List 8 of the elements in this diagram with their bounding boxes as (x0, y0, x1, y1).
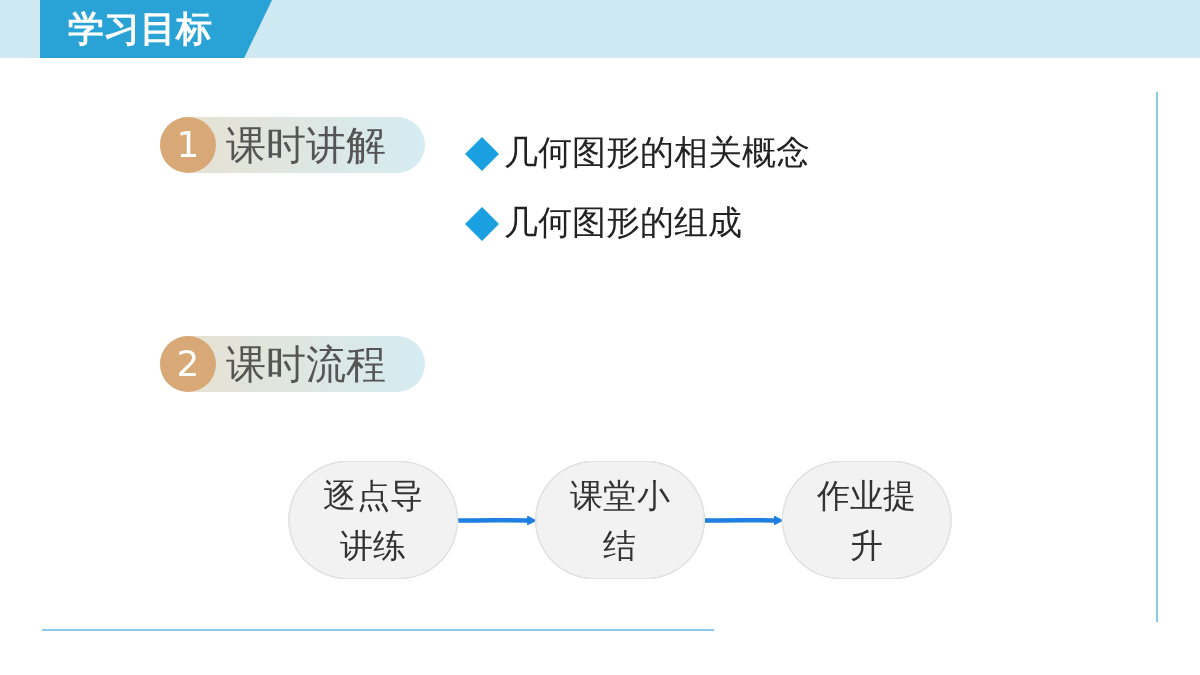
bullet-text: 几何图形的组成 (504, 201, 742, 244)
section-heading: 课时流程 (226, 340, 386, 388)
flowchart: 逐点导讲练 课堂小结 作业提升 (280, 450, 960, 590)
section-number: 1 (160, 117, 216, 173)
section-number: 2 (160, 336, 216, 392)
bullet-text: 几何图形的相关概念 (504, 131, 810, 174)
section-heading: 课时讲解 (226, 121, 386, 169)
title: 学习目标 (40, 0, 272, 58)
